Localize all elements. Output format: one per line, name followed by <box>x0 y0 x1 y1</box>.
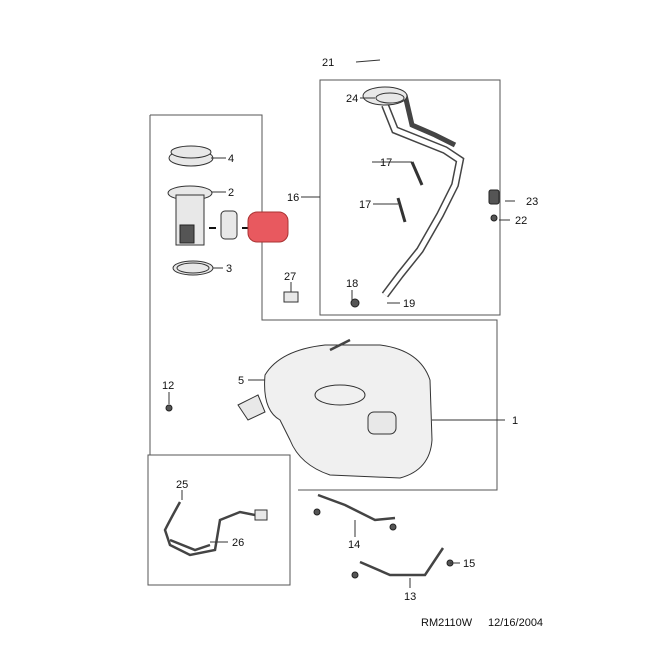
callout-3[interactable]: 3 <box>226 263 232 275</box>
callout-4[interactable]: 4 <box>228 153 234 165</box>
callout-16[interactable]: 16 <box>287 192 299 204</box>
bracket-27 <box>283 291 299 303</box>
bolt-12 <box>165 404 173 412</box>
callout-21[interactable]: 21 <box>322 57 334 69</box>
fuel-lines <box>163 501 268 557</box>
callout-1[interactable]: 1 <box>512 415 518 427</box>
pipe-assembly-5 <box>237 394 266 421</box>
highlighted-part[interactable] <box>247 211 289 243</box>
fuel-pump-module <box>167 145 250 276</box>
callout-25[interactable]: 25 <box>176 479 188 491</box>
tank-frame <box>150 114 498 491</box>
callout-5[interactable]: 5 <box>238 375 244 387</box>
callout-2[interactable]: 2 <box>228 187 234 199</box>
valve-23 <box>488 189 500 205</box>
filler-neck-pipe <box>362 86 465 298</box>
callout-27[interactable]: 27 <box>284 271 296 283</box>
fuel-tank <box>264 338 433 479</box>
callout-14[interactable]: 14 <box>348 539 360 551</box>
callout-17b[interactable]: 17 <box>359 199 371 211</box>
bolt-14b <box>389 523 397 531</box>
bolt-17b <box>396 197 407 223</box>
clamp-18 <box>350 298 360 308</box>
callout-23[interactable]: 23 <box>526 196 538 208</box>
bolt-15a <box>351 571 359 579</box>
callout-24[interactable]: 24 <box>346 93 358 105</box>
clip-22 <box>490 214 498 222</box>
tank-strap-14 <box>317 493 396 522</box>
drawing-date: 12/16/2004 <box>488 617 543 629</box>
callout-26[interactable]: 26 <box>232 537 244 549</box>
callout-18[interactable]: 18 <box>346 278 358 290</box>
callout-15[interactable]: 15 <box>463 558 475 570</box>
bolt-17a <box>410 161 424 186</box>
tank-strap-13 <box>359 547 445 577</box>
callout-13[interactable]: 13 <box>404 591 416 603</box>
hose-frame <box>147 454 291 586</box>
bolt-14a <box>313 508 321 516</box>
callout-12[interactable]: 12 <box>162 380 174 392</box>
callout-22[interactable]: 22 <box>515 215 527 227</box>
callout-19[interactable]: 19 <box>403 298 415 310</box>
drawing-code: RM2110W <box>421 617 473 629</box>
callout-17a[interactable]: 17 <box>380 157 392 169</box>
